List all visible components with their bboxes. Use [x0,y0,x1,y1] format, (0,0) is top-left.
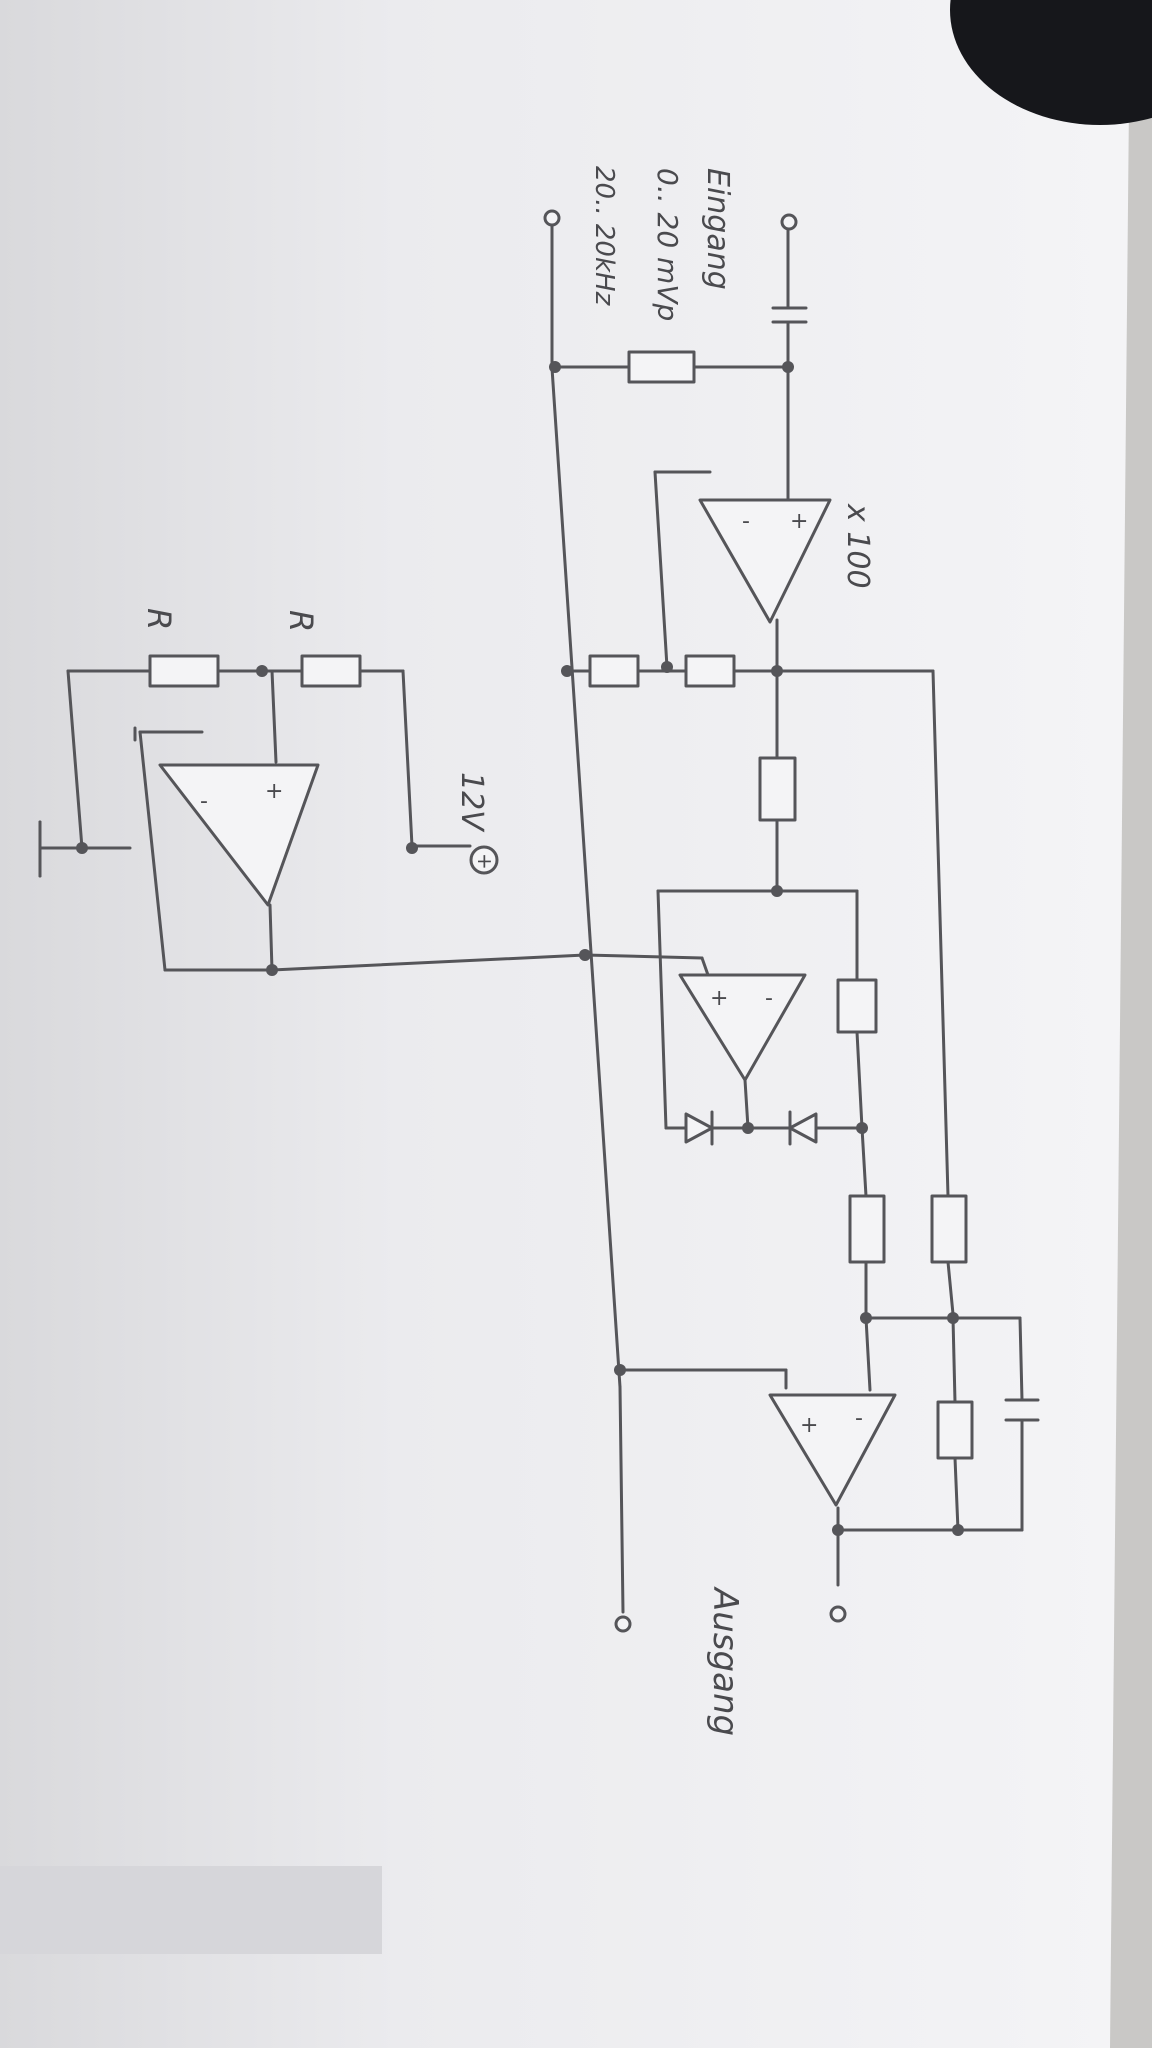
input-resistor [627,350,696,384]
ground-output-terminal [614,1615,632,1633]
supply-label: 12V [454,772,489,833]
supply-terminal [469,845,499,875]
resistor-lower-label: R [140,608,178,630]
diode-1 [684,1110,714,1146]
gain-opamp: + - [698,498,832,624]
diode-2 [788,1110,818,1146]
input-capacitor [771,306,808,324]
svg-text:-: - [855,1406,863,1431]
svg-text:+: + [710,986,728,1011]
output-feedback-capacitor [1004,1398,1040,1422]
output-feedback-resistor [936,1400,974,1460]
svg-text:-: - [200,789,208,814]
summing-resistor-1 [848,1194,886,1264]
dark-object-corner [950,0,1152,125]
ground-input-terminal [543,209,561,227]
svg-text:-: - [742,509,750,534]
svg-text:+: + [790,509,808,534]
bias-resistor-lower [148,654,220,688]
summing-resistor-2 [930,1194,968,1264]
output-terminal [829,1605,847,1623]
input-frequency-label: 20.. 20kHz [589,166,619,307]
resistor-upper-label: R [282,610,320,632]
input-title-label: Eingang [700,168,735,290]
supply-polarity-label: + [473,853,497,870]
gain-label: x 100 [840,503,875,589]
gain-resistor-2 [684,654,736,688]
svg-text:-: - [765,986,773,1011]
output-opamp: + - [768,1393,897,1507]
svg-text:+: + [265,779,283,804]
input-terminal [780,213,798,231]
rectifier-feedback-resistor [836,978,878,1034]
bias-buffer-opamp: + - [158,763,320,907]
junction-dots [76,361,964,1536]
rectifier-opamp: + - [678,973,807,1082]
blurred-strip [0,1866,382,1954]
output-label: Ausgang [705,1586,745,1736]
input-amplitude-label: 0.. 20 mVp [651,168,684,321]
svg-text:+: + [800,1413,818,1438]
gain-resistor-1 [588,654,640,688]
rectifier-input-resistor [758,756,797,822]
bias-resistor-upper [300,654,362,688]
